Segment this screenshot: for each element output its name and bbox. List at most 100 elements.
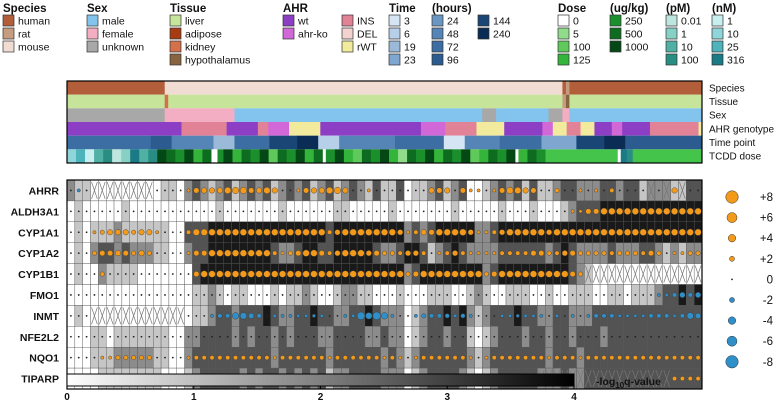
track-segment: [213, 135, 235, 150]
logfc-dot: [107, 250, 114, 257]
logfc-dot: [310, 187, 317, 194]
logfc-dot: [548, 294, 551, 296]
gene-label: INMT: [33, 311, 59, 323]
logfc-dot: [687, 292, 693, 298]
logfc-dot: [195, 210, 198, 213]
track-segment: [166, 149, 176, 163]
logfc-dot: [569, 228, 577, 236]
logfc-dot: [642, 189, 645, 192]
logfc-dot: [242, 294, 245, 296]
size-legend-dot: [725, 190, 739, 204]
logfc-dot: [391, 294, 394, 296]
logfc-dot: [232, 312, 240, 320]
track-segment: [569, 94, 703, 109]
gene-label: TIPARP: [21, 374, 59, 386]
logfc-dot: [201, 250, 208, 257]
logfc-dot: [508, 314, 512, 318]
logfc-dot: [514, 270, 522, 278]
logfc-dot: [561, 270, 569, 278]
logfc-dot: [553, 228, 561, 236]
missing-cross: [177, 307, 184, 325]
logfc-dot: [524, 294, 527, 296]
logfc-dot: [85, 231, 88, 234]
logfc-dot: [164, 356, 166, 359]
logfc-dot: [108, 355, 112, 360]
logfc-dot: [367, 335, 370, 338]
track-segment: [148, 149, 158, 163]
logfc-dot: [563, 210, 566, 213]
track-segment: [250, 149, 260, 163]
track-segment: [67, 108, 165, 122]
logfc-dot: [131, 229, 137, 235]
logfc-dot: [459, 228, 467, 236]
track-segment: [479, 149, 489, 163]
legend-label: 6: [404, 29, 410, 41]
logfc-dot: [131, 355, 137, 361]
logfc-dot: [171, 189, 174, 192]
missing-cross: [106, 181, 114, 200]
gene-label: AHRR: [29, 185, 60, 197]
track-segment: [476, 122, 505, 136]
gene-label: NQO1: [29, 353, 59, 365]
track-segment: [277, 149, 287, 163]
logfc-dot: [555, 314, 559, 318]
logfc-dot: [454, 189, 456, 192]
logfc-dot: [446, 210, 449, 213]
logfc-dot: [639, 207, 647, 215]
logfc-dot: [240, 355, 246, 361]
track-segment: [506, 149, 516, 163]
legend-label: 144: [493, 16, 511, 28]
missing-cross: [655, 265, 663, 283]
logfc-dot: [187, 294, 190, 296]
missing-cross: [138, 181, 145, 200]
logfc-dot: [258, 335, 260, 338]
logfc-dot: [367, 210, 370, 213]
legend-label: 1000: [625, 42, 649, 54]
size-legend-label: +6: [760, 213, 773, 225]
logfc-dot: [561, 250, 568, 257]
size-legend-dot: [726, 212, 738, 223]
missing-cross: [616, 369, 623, 388]
legend-swatch: [609, 40, 622, 53]
track-segment: [320, 122, 422, 136]
logfc-dot: [624, 207, 632, 215]
logfc-dot: [186, 229, 191, 235]
logfc-dot: [148, 335, 151, 338]
logfc-dot: [336, 294, 339, 296]
logfc-dot: [226, 210, 229, 213]
track-segment: [562, 81, 567, 95]
legend-swatch: [341, 27, 354, 40]
logfc-dot: [625, 314, 630, 318]
logfc-dot: [546, 250, 552, 256]
track-segment: [334, 149, 345, 163]
logfc-dot: [186, 355, 191, 360]
logfc-dot: [233, 355, 238, 361]
logfc-dot: [680, 251, 685, 255]
size-legend-dot: [726, 335, 738, 347]
logfc-dot: [156, 210, 159, 213]
logfc-dot: [695, 355, 701, 361]
legend-label: 10: [727, 29, 739, 41]
legend-title-3: AHR: [283, 3, 309, 15]
track-segment: [361, 149, 372, 163]
logfc-dot: [515, 314, 520, 318]
track-segment: [313, 149, 324, 163]
missing-cross: [663, 181, 670, 200]
logfc-dot: [156, 189, 159, 192]
logfc-dot: [350, 355, 356, 361]
logfc-dot: [232, 270, 240, 278]
logfc-dot: [499, 355, 505, 361]
logfc-dot: [85, 294, 88, 296]
logfc-dot: [271, 187, 278, 194]
track-segment: [515, 149, 519, 163]
size-legend-dot: [729, 256, 735, 262]
legend-label: 316: [727, 55, 745, 67]
logfc-dot: [357, 270, 365, 278]
logfc-dot: [399, 210, 402, 213]
logfc-dot: [281, 210, 284, 213]
logfc-dot: [210, 314, 214, 318]
track-segment: [139, 149, 149, 163]
logfc-dot: [258, 294, 260, 296]
logfc-dot: [247, 270, 255, 278]
logfc-dot: [593, 313, 599, 319]
